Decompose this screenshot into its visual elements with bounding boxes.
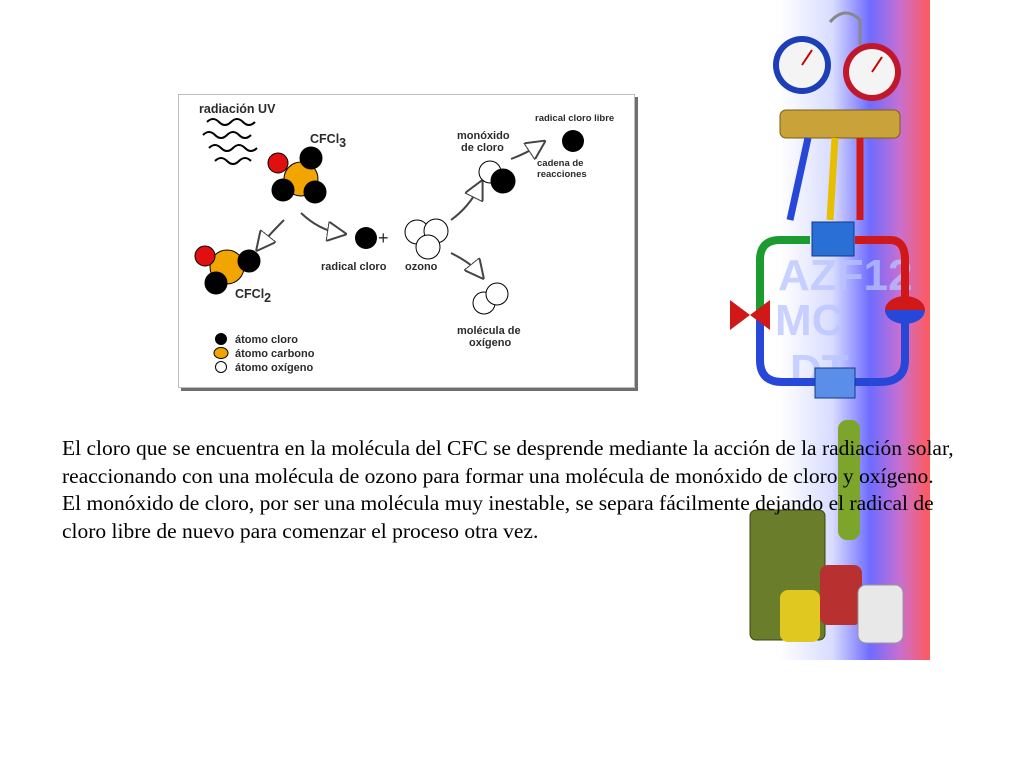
oxygen-molecule: [472, 282, 509, 315]
cycle-loop-left: [756, 236, 810, 320]
legend-item-carbon: átomo carbono: [213, 347, 315, 360]
monoxide-label-line2: de cloro: [461, 142, 504, 154]
evaporator-icon: [811, 221, 855, 257]
legend-item-chlorine: átomo cloro: [215, 333, 298, 346]
uv-label: radiación UV: [199, 102, 276, 116]
valve-right-lower-icon: [885, 310, 925, 324]
gas-cylinder-icon: [838, 420, 860, 540]
free-chlorine-radical-atom: [562, 130, 584, 152]
hose-yellow: [826, 137, 839, 221]
watermark-text: AZF12 MC DT: [775, 251, 912, 395]
manifold-icon: [779, 109, 901, 139]
arrow-to-radical: [300, 212, 339, 233]
paragraph-2: El monóxido de cloro, por ser una molécu…: [62, 491, 934, 543]
uv-waves-icon: [202, 118, 258, 165]
plus-sign: +: [378, 228, 389, 248]
oxygen-label-line1: molécula de: [457, 325, 521, 337]
refrigerant-illustration: AZF12 MC DT: [720, 0, 935, 665]
compressor-icon: [814, 367, 856, 399]
radical-label: radical cloro: [321, 261, 387, 273]
canister-white-icon: [857, 584, 904, 644]
canister-yellow-icon: [780, 590, 820, 642]
cfcl2-label: CFCl2: [235, 287, 271, 305]
hose-blue: [786, 137, 812, 221]
legend-label-chlorine: átomo cloro: [235, 334, 298, 346]
chain-label-line1: cadena de: [537, 158, 583, 169]
explanation-text: El cloro que se encuentra en la molécula…: [62, 435, 962, 545]
gauge-blue-icon: [773, 36, 831, 94]
gauge-red-icon: [843, 43, 901, 101]
arrow-to-cfcl2: [261, 219, 285, 245]
watermark-azf12: AZF12: [778, 251, 912, 300]
legend-item-oxygen: átomo oxígeno: [215, 361, 314, 374]
legend-label-carbon: átomo carbono: [235, 348, 315, 360]
arrow-to-oxygen: [450, 252, 479, 273]
ozone-molecule: [404, 218, 449, 260]
monoxide-label-line1: monóxido: [457, 130, 510, 142]
chlorine-radical-atom: [355, 227, 377, 249]
cycle-loop-top: [855, 236, 909, 300]
cfc-ozone-diagram: radiación UV CFCl3: [178, 94, 635, 388]
ozone-label: ozono: [405, 261, 438, 273]
cfcl2-molecule: [194, 245, 261, 295]
arrow-to-monoxide: [450, 187, 479, 221]
legend-label-oxygen: átomo oxígeno: [235, 362, 314, 374]
arrow-to-free-radical: [510, 145, 539, 159]
chain-label-line2: reacciones: [537, 169, 587, 180]
cfcl3-molecule: [267, 146, 327, 204]
cfcl3-label: CFCl3: [310, 132, 346, 150]
legend: átomo cloro átomo carbono átomo oxígeno: [213, 333, 315, 374]
hook-icon: [828, 11, 862, 45]
chlorine-monoxide-molecule: [478, 160, 516, 194]
watermark-mc: MC: [775, 296, 843, 345]
paragraph-1: El cloro que se encuentra en la molécula…: [62, 436, 954, 488]
valve-left-icon: [730, 300, 770, 330]
canister-red-icon: [820, 565, 862, 625]
free-radical-label: radical cloro libre: [535, 113, 614, 124]
oxygen-label-line2: oxígeno: [469, 337, 511, 349]
valve-right-icon: [885, 296, 925, 310]
